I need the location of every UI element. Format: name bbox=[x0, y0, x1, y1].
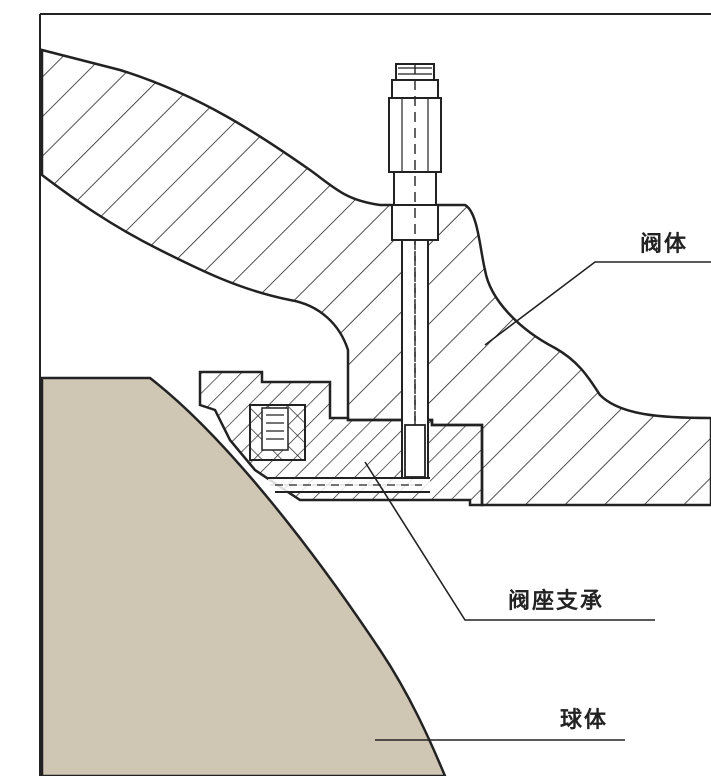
grease-fitting bbox=[388, 63, 442, 479]
leader-lines bbox=[364, 261, 711, 741]
frame bbox=[39, 13, 711, 776]
label-ball: 球体 bbox=[560, 708, 608, 733]
label-seat-support: 阀座支承 bbox=[508, 588, 604, 614]
ball-body bbox=[40, 376, 447, 776]
label-valve-body: 阀体 bbox=[640, 232, 688, 257]
leader-seat-support bbox=[364, 461, 655, 621]
leader-valve-body bbox=[484, 261, 711, 346]
valve-body bbox=[40, 48, 711, 507]
